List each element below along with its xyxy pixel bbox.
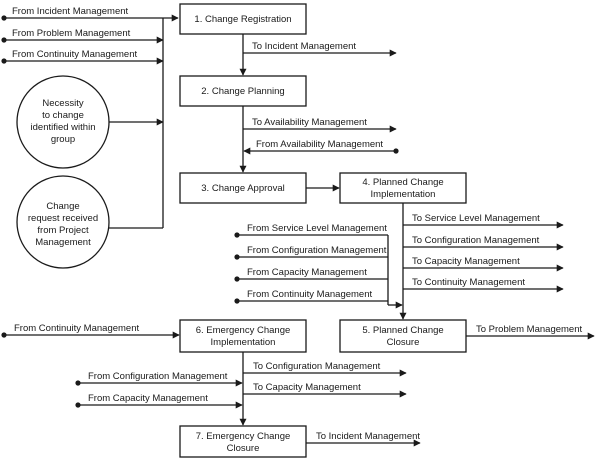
box-emergency-change-closure: 7. Emergency Change Closure	[179, 425, 307, 458]
flow-to-incident-management-1: To Incident Management	[243, 41, 397, 57]
label-from-capacity-management-mid: From Capacity Management	[247, 267, 367, 278]
box-change-registration-label: 1. Change Registration	[194, 14, 291, 25]
box-planned-change-implementation: 4. Planned Change Implementation	[339, 172, 467, 204]
flow-from-problem-management: From Problem Management	[1, 28, 164, 44]
box-change-planning-label: 2. Change Planning	[201, 86, 284, 97]
label-to-incident-management-2: To Incident Management	[316, 431, 420, 442]
box-planned-change-implementation-label-1: 4. Planned Change	[362, 177, 443, 188]
circle-project-line-4: Management	[35, 237, 91, 248]
flow-from-configuration-management-bottom: From Configuration Management	[75, 371, 243, 387]
box-emergency-change-implementation: 6. Emergency Change Implementation	[179, 319, 307, 353]
label-from-continuity-management-mid: From Continuity Management	[247, 289, 372, 300]
circle-necessity-line-4: group	[51, 134, 75, 145]
label-to-incident-management-1: To Incident Management	[252, 41, 356, 52]
label-to-configuration-management-right: To Configuration Management	[412, 235, 540, 246]
flow-from-configuration-management-mid: From Configuration Management	[234, 245, 388, 260]
box-change-registration: 1. Change Registration	[179, 3, 307, 35]
label-to-capacity-management-bottom: To Capacity Management	[253, 382, 361, 393]
flow-to-continuity-management-right: To Continuity Management	[403, 277, 564, 293]
flow-from-incident-management: From Incident Management	[1, 6, 179, 22]
label-to-problem-management: To Problem Management	[476, 324, 582, 335]
label-from-configuration-management-mid: From Configuration Management	[247, 245, 387, 256]
box-change-approval: 3. Change Approval	[179, 172, 307, 204]
label-to-continuity-management-right: To Continuity Management	[412, 277, 525, 288]
flow-to-incident-management-2: To Incident Management	[306, 431, 421, 447]
box-change-planning: 2. Change Planning	[179, 75, 307, 107]
box-change-approval-label: 3. Change Approval	[201, 183, 284, 194]
label-from-incident-management: From Incident Management	[12, 6, 129, 17]
flow-to-availability-management: To Availability Management	[243, 117, 397, 133]
flow-to-capacity-management-bottom: To Capacity Management	[243, 382, 407, 398]
box-emergency-change-implementation-label-2: Implementation	[211, 337, 276, 348]
box-emergency-change-closure-label-1: 7. Emergency Change	[196, 431, 291, 442]
flow-to-configuration-management-bottom: To Configuration Management	[243, 361, 407, 377]
flow-from-capacity-management-bottom: From Capacity Management	[75, 393, 243, 409]
label-from-problem-management: From Problem Management	[12, 28, 131, 39]
flow-from-capacity-management-mid: From Capacity Management	[234, 267, 388, 282]
label-to-service-level-management: To Service Level Management	[412, 213, 540, 224]
flow-to-configuration-management-right: To Configuration Management	[403, 235, 564, 251]
flow-from-continuity-management-mid: From Continuity Management	[234, 289, 388, 304]
box-planned-change-closure-label-2: Closure	[387, 337, 420, 348]
collector-line	[109, 18, 164, 229]
flow-from-service-level-management: From Service Level Management	[234, 223, 388, 238]
label-from-continuity-management-top: From Continuity Management	[12, 49, 137, 60]
circle-project-line-1: Change	[46, 201, 79, 212]
circle-necessity-line-2: to change	[42, 110, 84, 121]
label-from-continuity-management-left: From Continuity Management	[14, 323, 139, 334]
circle-project-request: Change request received from Project Man…	[16, 175, 110, 269]
label-to-capacity-management-right: To Capacity Management	[412, 256, 520, 267]
circle-necessity-identified: Necessity to change identified within gr…	[16, 75, 110, 169]
label-from-capacity-management-bottom: From Capacity Management	[88, 393, 208, 404]
flow-to-problem-management: To Problem Management	[466, 324, 595, 340]
label-from-availability-management: From Availability Management	[256, 139, 383, 150]
flow-from-continuity-management-left: From Continuity Management	[1, 323, 180, 339]
box-planned-change-implementation-label-2: Implementation	[371, 189, 436, 200]
circle-project-line-2: request received	[28, 213, 98, 224]
flow-from-availability-management: From Availability Management	[243, 139, 399, 155]
box-planned-change-closure: 5. Planned Change Closure	[339, 319, 467, 353]
label-from-service-level-management: From Service Level Management	[247, 223, 387, 234]
box-emergency-change-closure-label-2: Closure	[227, 443, 260, 454]
circle-project-line-3: from Project	[37, 225, 89, 236]
circle-necessity-line-3: identified within	[31, 122, 96, 133]
label-to-availability-management: To Availability Management	[252, 117, 367, 128]
label-from-configuration-management-bottom: From Configuration Management	[88, 371, 228, 382]
flow-to-capacity-management-right: To Capacity Management	[403, 256, 564, 272]
circle-necessity-line-1: Necessity	[42, 98, 83, 109]
box-emergency-change-implementation-label-1: 6. Emergency Change	[196, 325, 291, 336]
flow-from-continuity-management-top: From Continuity Management	[1, 49, 164, 65]
label-to-configuration-management-bottom: To Configuration Management	[253, 361, 381, 372]
box-planned-change-closure-label-1: 5. Planned Change	[362, 325, 443, 336]
flow-to-service-level-management: To Service Level Management	[403, 213, 564, 229]
